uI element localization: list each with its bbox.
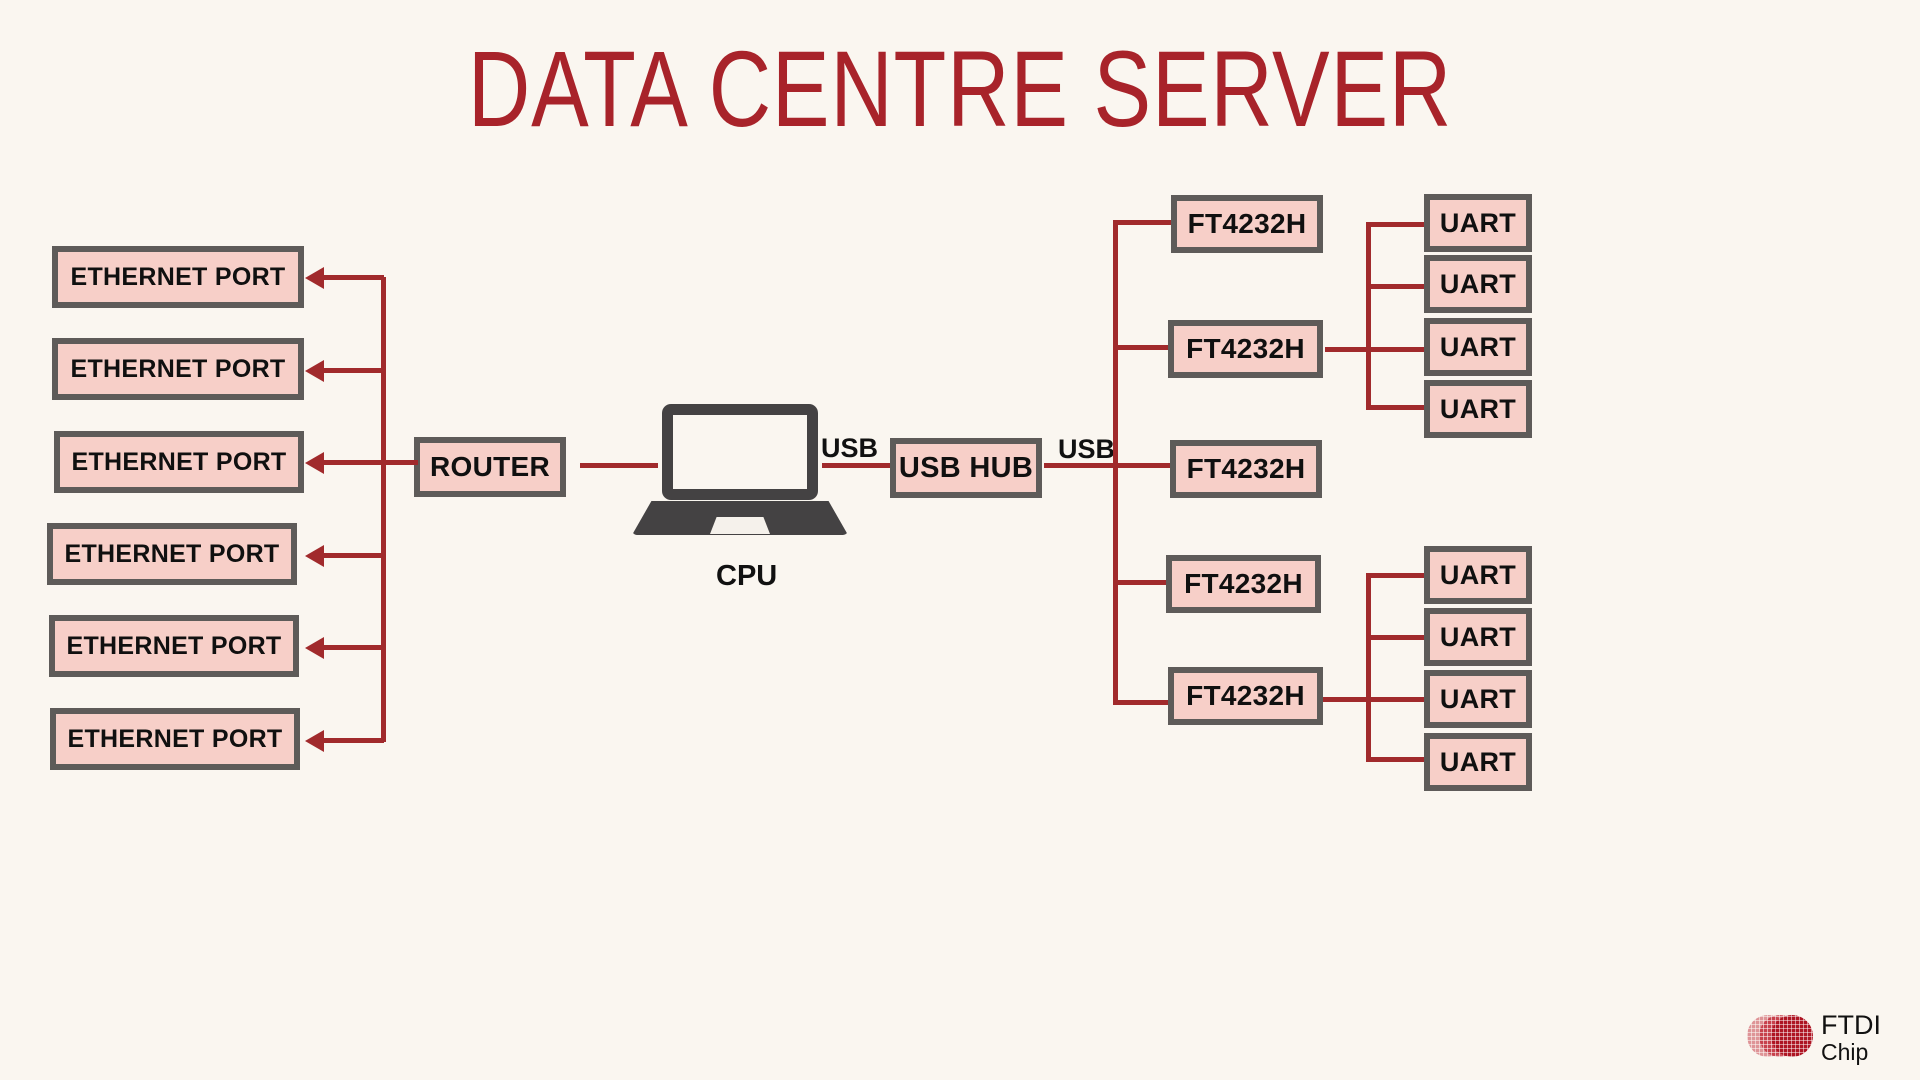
ethernet-port-box-4: ETHERNET PORT: [47, 523, 297, 585]
ethernet-port-label: ETHERNET PORT: [71, 447, 287, 476]
ethernet-port-label: ETHERNET PORT: [67, 724, 283, 753]
ft4232h-box-3: FT4232H: [1170, 440, 1322, 498]
uart-box-top-4: UART: [1424, 380, 1532, 438]
arrow-to-ethernet-3: [305, 452, 324, 474]
ft-branch-3: [1113, 463, 1173, 468]
ethernet-port-label: ETHERNET PORT: [64, 539, 280, 568]
ft-branch-4: [1113, 580, 1173, 585]
uart-branch-bottom-4: [1366, 757, 1426, 762]
uart-box-top-3: UART: [1424, 318, 1532, 376]
uart-label: UART: [1439, 207, 1517, 238]
cpu-to-hub-wire: [822, 463, 890, 468]
laptop-touchpad: [710, 517, 770, 534]
router-branch-6: [322, 738, 384, 743]
ft4232h-box-1: FT4232H: [1171, 195, 1323, 253]
ethernet-port-label: ETHERNET PORT: [66, 631, 282, 660]
ethernet-port-box-5: ETHERNET PORT: [49, 615, 299, 677]
ftdi-logo-text: FTDI Chip: [1821, 1012, 1881, 1064]
uart-box-bottom-1: UART: [1424, 546, 1532, 604]
ft4232h-box-2: FT4232H: [1168, 320, 1323, 378]
router-branch-4: [322, 553, 384, 558]
ft-branch-1: [1113, 220, 1173, 225]
ft4232h-box-5: FT4232H: [1168, 667, 1323, 725]
arrow-to-ethernet-2: [305, 360, 324, 382]
uart-box-bottom-2: UART: [1424, 608, 1532, 666]
ftdi-brand-subtitle: Chip: [1821, 1039, 1869, 1065]
uart-bus-trunk-top: [1366, 222, 1371, 407]
arrow-to-ethernet-5: [305, 637, 324, 659]
uart-box-bottom-4: UART: [1424, 733, 1532, 791]
ft2-to-uart-bus-wire: [1325, 347, 1376, 352]
uart-bus-trunk-bottom: [1366, 573, 1371, 759]
laptop-icon: [632, 404, 848, 550]
ft4-to-uart-bus-wire: [1323, 697, 1376, 702]
arrow-to-ethernet-6: [305, 730, 324, 752]
usb-label-left: USB: [821, 433, 879, 463]
router-branch-3: [322, 460, 384, 465]
ethernet-port-box-6: ETHERNET PORT: [50, 708, 300, 770]
ft-branch-5: [1113, 700, 1173, 705]
usb-label-right: USB: [1058, 434, 1116, 464]
ft4232h-label: FT4232H: [1186, 453, 1306, 484]
ethernet-port-box-3: ETHERNET PORT: [54, 431, 304, 493]
ft-bus-trunk: [1113, 220, 1118, 704]
uart-label: UART: [1439, 559, 1517, 590]
laptop-screen: [662, 404, 818, 500]
uart-branch-bottom-2: [1366, 635, 1426, 640]
ethernet-port-label: ETHERNET PORT: [70, 354, 286, 383]
router-branch-2: [322, 368, 384, 373]
usb-hub-box: USB HUB: [890, 438, 1042, 498]
uart-branch-top-3: [1366, 347, 1426, 352]
ftdi-logo: FTDI Chip: [1747, 1008, 1897, 1066]
uart-box-top-2: UART: [1424, 255, 1532, 313]
ft4232h-label: FT4232H: [1184, 568, 1303, 599]
uart-branch-bottom-3: [1366, 697, 1426, 702]
router-bus-trunk: [381, 277, 386, 742]
router-branch-5: [322, 645, 384, 650]
router-box: ROUTER: [414, 437, 566, 497]
uart-label: UART: [1439, 683, 1517, 714]
hub-to-ft-bus-wire: [1044, 463, 1170, 468]
router-to-cpu-wire: [580, 463, 658, 468]
uart-label: UART: [1439, 746, 1517, 777]
uart-label: UART: [1439, 621, 1517, 652]
uart-branch-top-1: [1366, 222, 1426, 227]
ft4232h-label: FT4232H: [1187, 208, 1307, 239]
router-label: ROUTER: [429, 451, 551, 482]
uart-label: UART: [1439, 393, 1517, 424]
arrow-to-ethernet-1: [305, 267, 324, 289]
uart-branch-top-4: [1366, 405, 1426, 410]
ft-branch-2: [1113, 345, 1173, 350]
uart-label: UART: [1439, 331, 1517, 362]
uart-branch-top-2: [1366, 284, 1426, 289]
wafer-icon-front: [1771, 1015, 1813, 1057]
ethernet-port-box-2: ETHERNET PORT: [52, 338, 304, 400]
router-branch-1: [322, 275, 384, 280]
ft4232h-label: FT4232H: [1186, 680, 1305, 711]
uart-branch-bottom-1: [1366, 573, 1426, 578]
cpu-label: CPU: [716, 560, 778, 592]
uart-label: UART: [1439, 268, 1517, 299]
ft4232h-label: FT4232H: [1186, 333, 1305, 364]
uart-box-bottom-3: UART: [1424, 670, 1532, 728]
page-title: DATA CENTRE SERVER: [467, 28, 1453, 149]
ethernet-port-label: ETHERNET PORT: [70, 262, 286, 291]
ethernet-port-box-1: ETHERNET PORT: [52, 246, 304, 308]
ft4232h-box-4: FT4232H: [1166, 555, 1321, 613]
arrow-to-ethernet-4: [305, 545, 324, 567]
ftdi-brand-name: FTDI: [1821, 1010, 1881, 1040]
router-to-bus-wire: [378, 460, 418, 465]
uart-box-top-1: UART: [1424, 194, 1532, 252]
usb-hub-label: USB HUB: [898, 451, 1034, 484]
